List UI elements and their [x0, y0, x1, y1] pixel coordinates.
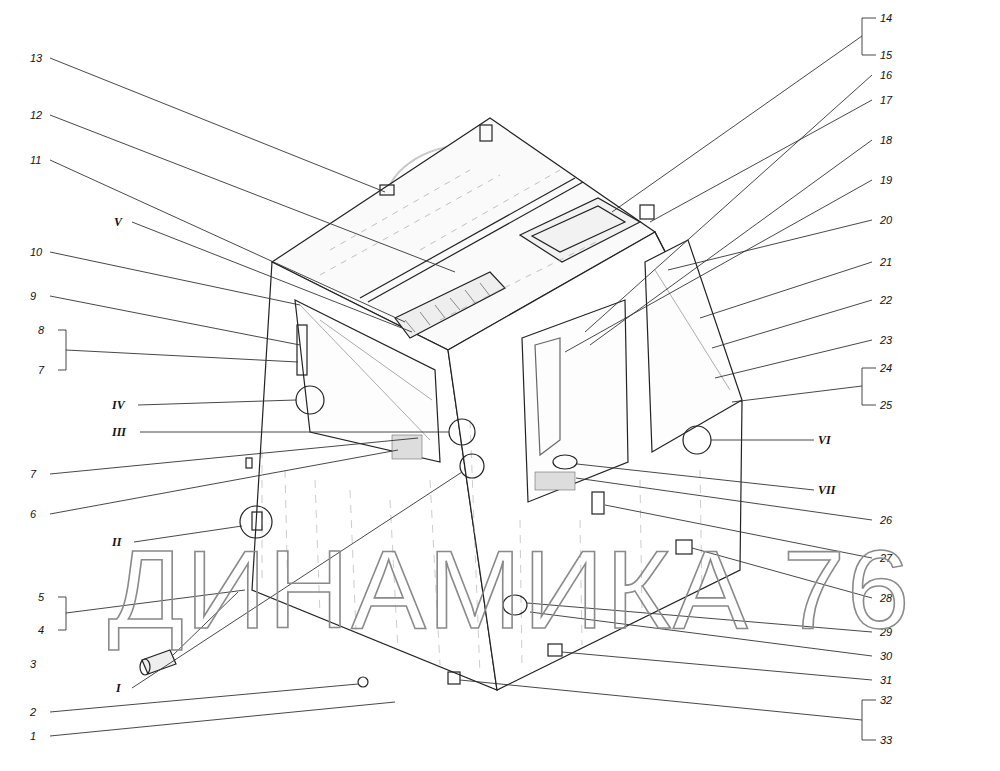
callout-number: 23: [880, 334, 892, 347]
callout-number: 31: [880, 674, 892, 687]
glass-reflection: [300, 305, 430, 440]
vent-hatch: [405, 283, 490, 332]
callout-number: 24: [880, 362, 892, 375]
door-handle: [592, 492, 604, 514]
callout-number: 14: [880, 12, 892, 25]
callout-number: 4: [38, 624, 44, 637]
fitting: [448, 672, 460, 684]
detail-callout: V: [114, 216, 122, 229]
callout-number: 3: [30, 658, 36, 671]
detail-circle: [553, 455, 577, 469]
callout-number: 12: [30, 109, 42, 122]
callout-number: 20: [880, 214, 892, 227]
roof-vent: [395, 272, 505, 338]
roof-rail: [360, 178, 575, 298]
fitting: [246, 458, 252, 468]
door-vent-window: [535, 338, 560, 455]
callout-number: 26: [880, 514, 892, 527]
detail-circle: [449, 419, 475, 445]
callout-number: 33: [880, 734, 892, 747]
roof-handle: [380, 185, 394, 195]
door-lock: [252, 512, 262, 530]
watermark: ДИНАМИКА 76: [108, 530, 911, 650]
detail-callout: VII: [818, 484, 835, 497]
roof-shading: [320, 170, 600, 320]
roof-hatch-glass: [532, 206, 625, 252]
callout-number: 2: [30, 706, 36, 719]
callout-number: 17: [880, 94, 892, 107]
callout-number: 18: [880, 134, 892, 147]
window-seal: [297, 325, 307, 375]
callout-number: 7: [30, 468, 36, 481]
detail-circle: [460, 454, 484, 478]
callout-number: 11: [30, 154, 41, 167]
callout-number: 6: [30, 508, 36, 521]
glass-reflection: [320, 320, 432, 400]
callout-number: 21: [880, 256, 892, 269]
left-window: [295, 300, 440, 462]
callout-number: 8: [38, 324, 44, 337]
detail-callout: I: [116, 682, 121, 695]
glass-reflection: [655, 270, 730, 390]
callout-number: 15: [880, 49, 892, 62]
detail-circle: [683, 426, 711, 454]
grille: [392, 435, 422, 459]
callout-number: 25: [880, 399, 892, 412]
callout-number: 9: [30, 290, 36, 303]
detail-callout: VI: [818, 434, 831, 447]
door-window: [522, 300, 628, 502]
roof-rail: [368, 182, 583, 302]
callout-number: 10: [30, 246, 42, 259]
callout-number: 16: [880, 69, 892, 82]
callout-number: 13: [30, 52, 42, 65]
grille: [535, 472, 575, 490]
roof-handle: [480, 125, 492, 141]
fitting: [358, 677, 368, 687]
callout-number: 19: [880, 174, 892, 187]
detail-callout: III: [112, 426, 126, 439]
rear-window: [645, 240, 742, 452]
detail-callout: IV: [112, 399, 125, 412]
callout-number: 7: [38, 364, 44, 377]
callout-number: 22: [880, 294, 892, 307]
detail-circle: [296, 386, 324, 414]
callout-number: 1: [30, 730, 36, 743]
roof-handle: [640, 205, 654, 219]
callout-number: 32: [880, 694, 892, 707]
callout-number: 5: [38, 591, 44, 604]
callout-number: 30: [880, 650, 892, 663]
